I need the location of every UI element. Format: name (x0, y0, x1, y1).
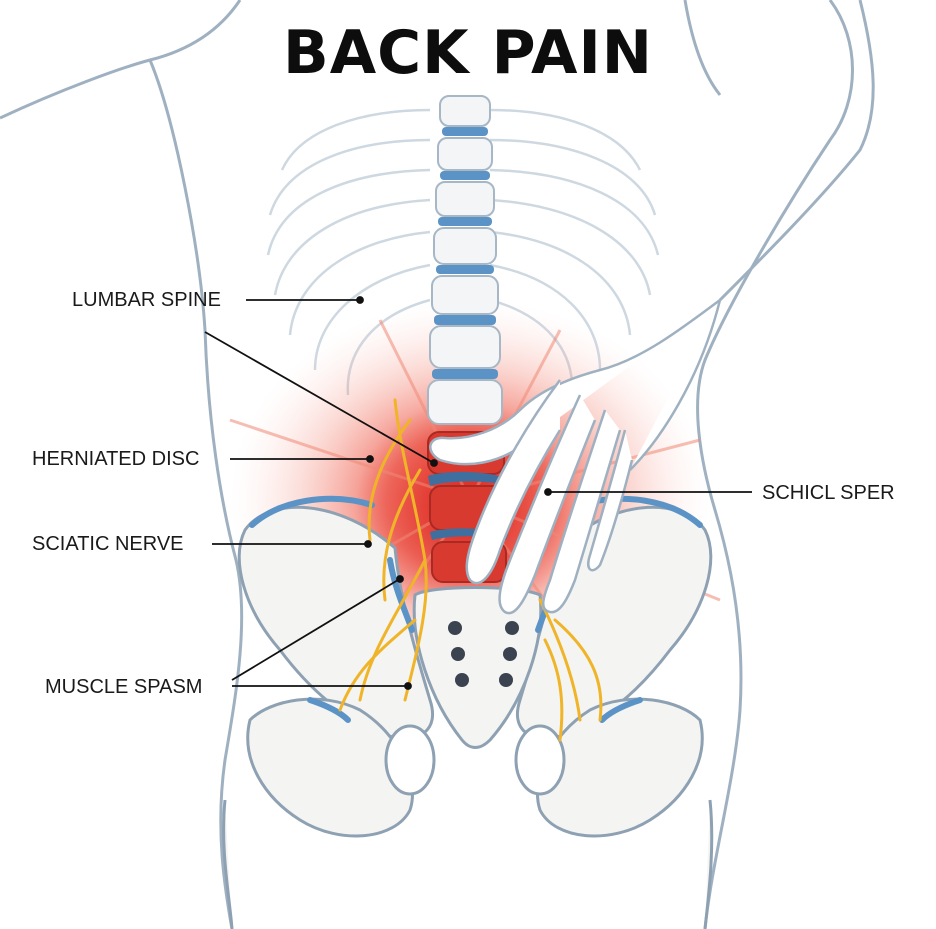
label-muscle-spasm: MUSCLE SPASM (45, 676, 203, 698)
label-schicl-sper: SCHICL SPER (762, 482, 895, 504)
label-herniated-disc: HERNIATED DISC (32, 448, 200, 470)
leader-lines (204, 296, 752, 690)
label-lumbar-spine: LUMBAR SPINE (72, 289, 221, 311)
body-outline (0, 0, 875, 929)
hand (429, 298, 722, 615)
page-title: BACK PAIN (282, 18, 654, 88)
sacrum-holes (448, 621, 519, 687)
label-sciatic-nerve: SCIATIC NERVE (32, 533, 184, 555)
obturator-holes (384, 724, 566, 796)
